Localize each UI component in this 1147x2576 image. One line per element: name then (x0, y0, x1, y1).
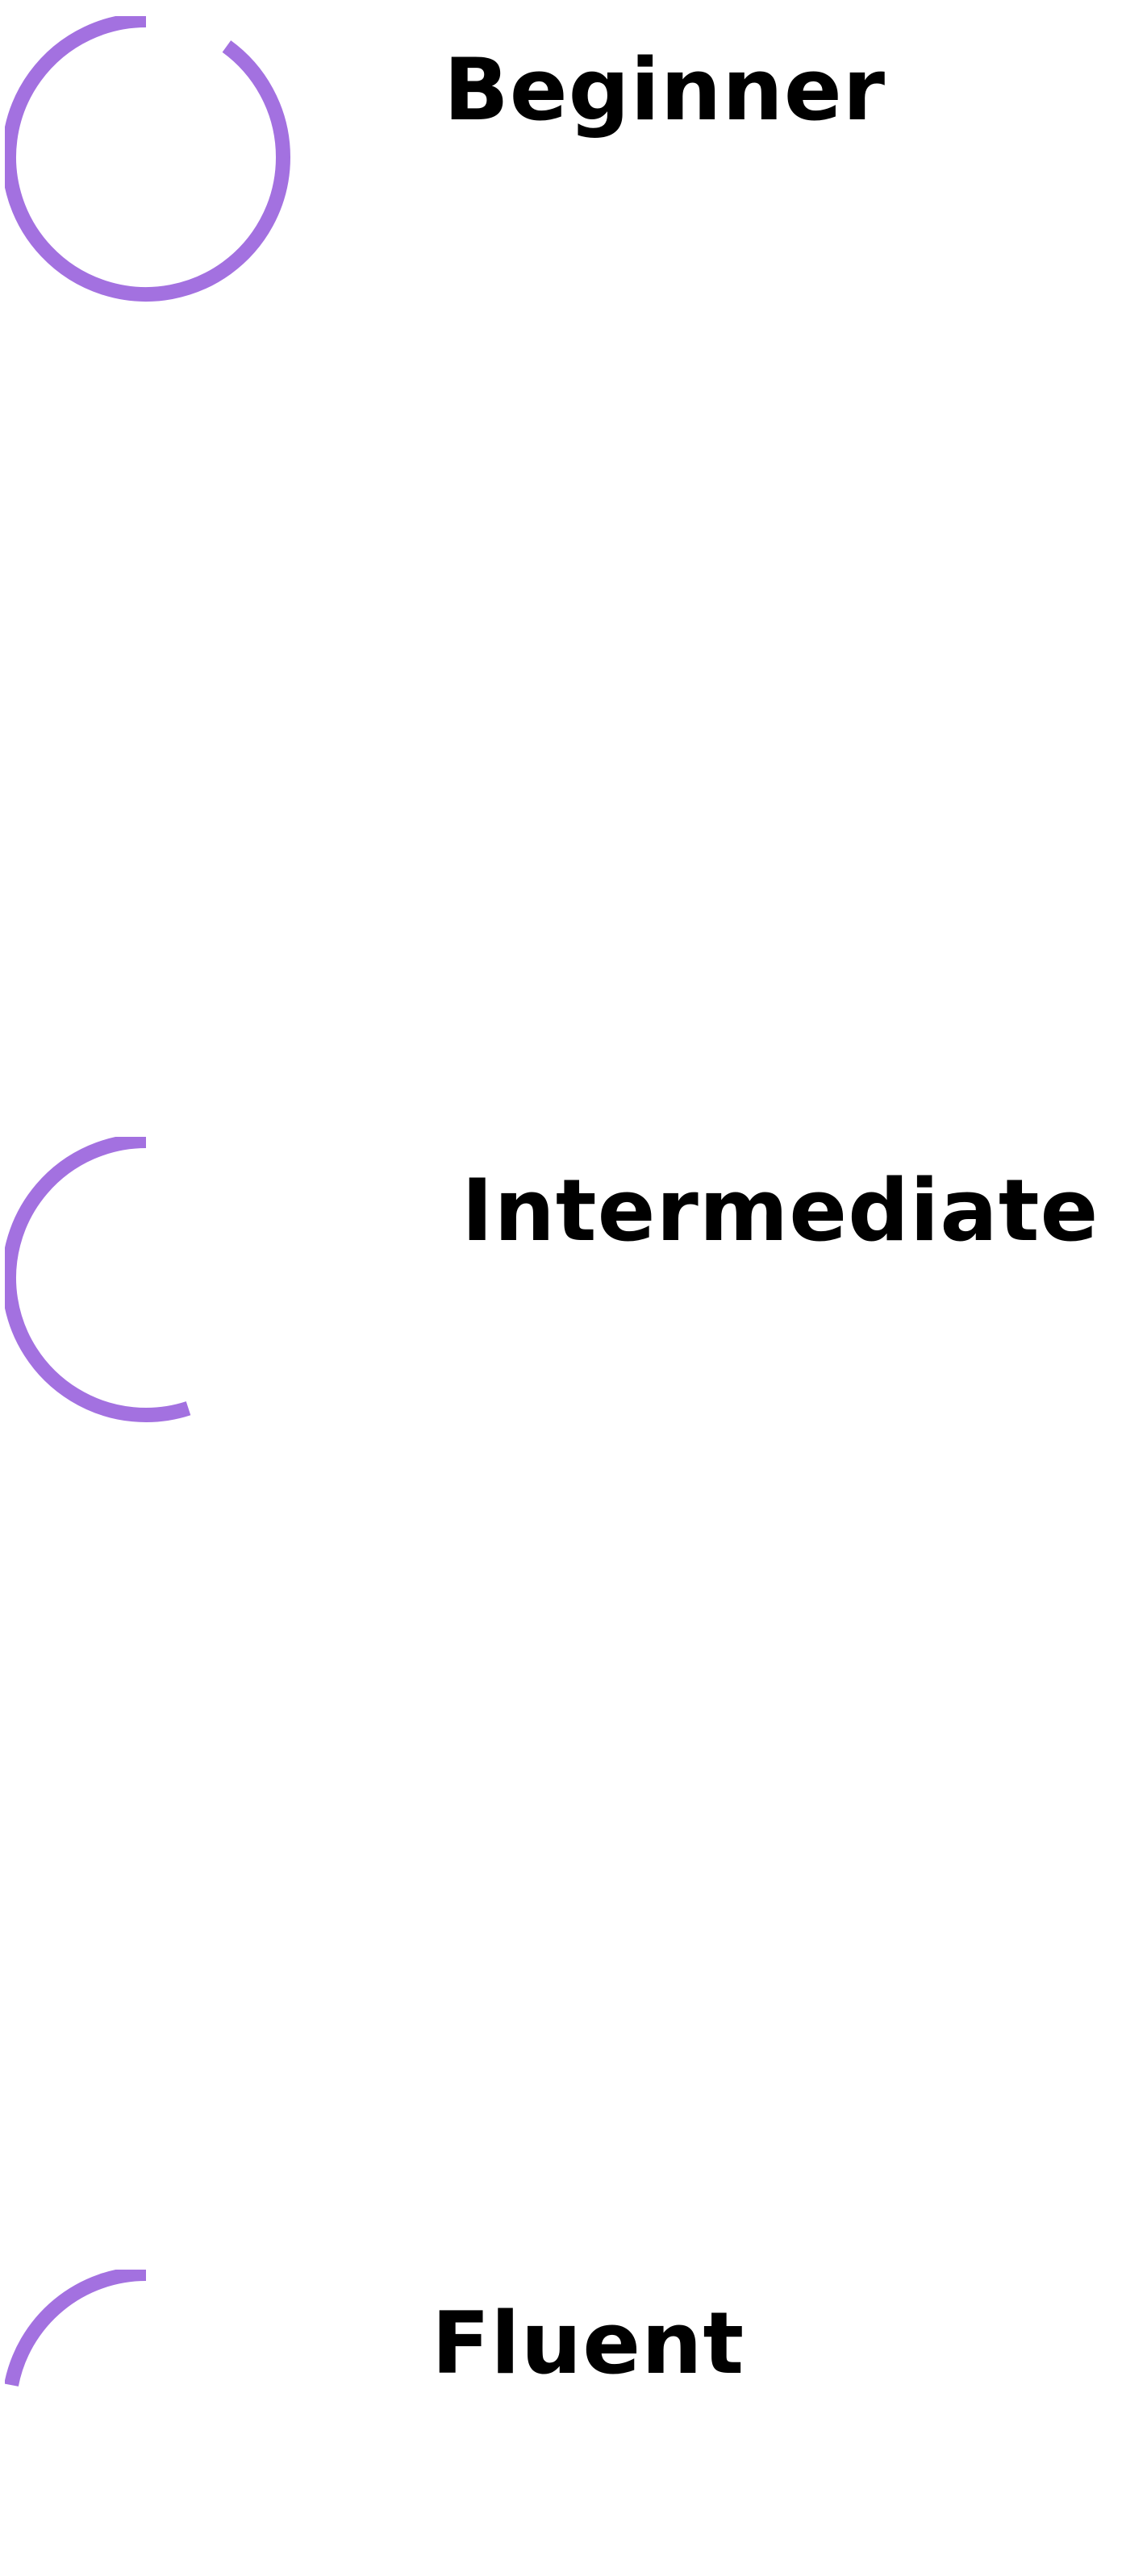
progress-arc-fluent (5, 2270, 147, 2387)
progress-arc-intermediate (5, 1137, 191, 1422)
level-label-fluent: Fluent (432, 2294, 745, 2393)
level-option-beginner[interactable]: Beginner (0, 16, 1147, 323)
level-option-intermediate[interactable]: Intermediate (0, 1137, 1147, 1443)
progress-arc-beginner (5, 16, 290, 302)
level-label-beginner: Beginner (444, 40, 886, 139)
level-option-fluent[interactable]: Fluent (0, 2270, 1147, 2576)
progress-ring-intermediate (5, 1137, 295, 1427)
level-label-intermediate: Intermediate (461, 1161, 1099, 1260)
progress-ring-fluent (5, 2270, 295, 2560)
progress-ring-beginner (5, 16, 295, 306)
